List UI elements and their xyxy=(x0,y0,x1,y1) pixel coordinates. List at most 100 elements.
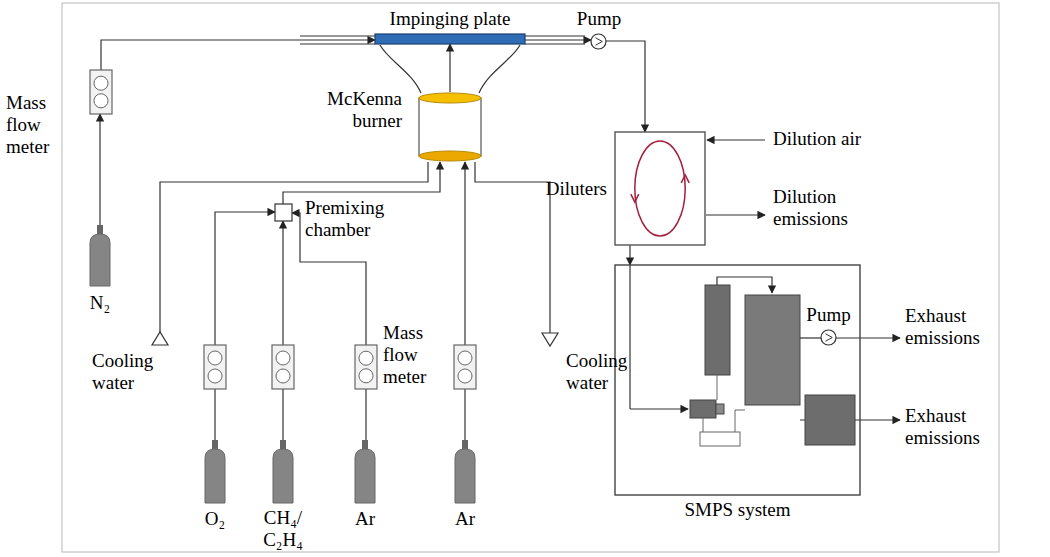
apparatus-stroke xyxy=(380,45,421,93)
smps-box-shape xyxy=(615,265,860,495)
apparatus-stroke xyxy=(800,337,821,338)
apparatus-stroke xyxy=(855,419,900,420)
apparatus-stroke xyxy=(717,277,772,293)
gas-line-connector xyxy=(525,39,591,40)
mass-flow-meter-shape xyxy=(355,345,377,389)
apparatus-stroke xyxy=(707,139,765,140)
node-label: Diluters xyxy=(533,178,607,200)
apparatus-stroke xyxy=(800,420,805,421)
free-label: Dilution emissions xyxy=(773,186,873,230)
apparatus-stroke xyxy=(458,351,472,365)
cooling-out-arrow xyxy=(542,333,558,346)
pump-symbol-shape xyxy=(821,330,836,345)
apparatus-stroke xyxy=(479,45,520,93)
outer-frame xyxy=(62,3,999,552)
free-label: Cooling water xyxy=(566,350,646,394)
apparatus-stroke xyxy=(475,162,550,333)
apparatus-stroke xyxy=(705,285,730,375)
node-label: Pump xyxy=(801,304,856,326)
gas-cylinder: Ar xyxy=(353,440,377,504)
node-label: Mass flow meter xyxy=(383,322,438,388)
apparatus-stroke xyxy=(630,408,688,409)
gas-line-connector xyxy=(101,40,375,70)
apparatus-stroke xyxy=(458,369,472,383)
node-label: Pump xyxy=(573,8,625,30)
free-label: Exhaust emissions xyxy=(905,405,1005,449)
dilution-arrow xyxy=(706,140,765,215)
gas-line-connector xyxy=(464,162,465,440)
cooling-in-arrow xyxy=(152,332,168,345)
mass-flow-meter: Mass flow meter xyxy=(90,70,112,114)
apparatus-stroke xyxy=(272,345,294,389)
node-label: Ar xyxy=(435,508,495,530)
impinging-plate-shape xyxy=(375,34,525,44)
apparatus-stroke xyxy=(204,345,226,389)
apparatus-stroke xyxy=(629,265,630,409)
node-label: Impinging plate xyxy=(330,8,570,30)
mckenna-burner: McKenna burner xyxy=(418,92,482,162)
gas-cylinder-shape xyxy=(203,440,227,504)
free-label: Exhaust emissions xyxy=(905,305,1005,349)
node-label: CH₄/ C₂H₄ xyxy=(253,507,313,551)
mass-flow-meter: Mass flow meter xyxy=(355,345,377,389)
mass-flow-meter-shape xyxy=(90,70,112,114)
gas-line-connector xyxy=(629,245,630,265)
gas-cylinder: O₂ xyxy=(203,440,227,504)
gas-line-connector xyxy=(99,114,100,225)
apparatus-stroke xyxy=(276,369,290,383)
smps-box: SMPS systemPump xyxy=(615,265,860,495)
pump-symbol: Pump xyxy=(591,34,606,49)
gas-cylinder: CH₄/ C₂H₄ xyxy=(271,440,295,504)
premix-chamber-shape xyxy=(275,204,292,221)
apparatus-stroke xyxy=(717,375,718,400)
cooling-water-line xyxy=(160,162,550,333)
gas-cylinder: Ar xyxy=(453,440,477,504)
node-label: Mass flow meter xyxy=(6,92,61,158)
apparatus-stroke xyxy=(525,35,585,36)
gas-line-connector xyxy=(215,212,275,440)
gas-line-connector xyxy=(606,41,645,132)
diluter-box: Diluters xyxy=(615,132,705,245)
premix-chamber: Premixing chamber xyxy=(275,204,292,221)
apparatus-stroke xyxy=(454,345,476,389)
node-label: Ar xyxy=(335,508,395,530)
apparatus-stroke xyxy=(700,432,740,446)
gas-cylinder-shape xyxy=(453,440,477,504)
apparatus-stroke xyxy=(300,43,375,44)
node-label: Premixing chamber xyxy=(305,197,405,241)
gas-cylinder-shape xyxy=(271,440,295,504)
apparatus-stroke xyxy=(276,351,290,365)
apparatus-stroke xyxy=(208,369,222,383)
gas-line-connector xyxy=(365,389,366,440)
impinging-plate: Impinging plate xyxy=(375,34,525,44)
pump-symbol-shape xyxy=(591,34,606,49)
node-label: O₂ xyxy=(185,508,245,530)
apparatus-stroke xyxy=(805,395,855,445)
diluter-box-shape xyxy=(615,132,705,245)
node-label: N₂ xyxy=(70,292,130,314)
mckenna-burner-shape xyxy=(418,92,482,162)
mass-flow-meter xyxy=(204,345,476,389)
gas-cylinder-shape xyxy=(88,225,112,287)
free-label: Dilution air xyxy=(773,128,913,150)
gas-cylinder: N₂ xyxy=(88,225,112,287)
apparatus-stroke xyxy=(300,35,375,36)
flame-flow-lines xyxy=(380,45,520,93)
pump-symbol: Pump xyxy=(821,330,836,345)
apparatus-stroke xyxy=(716,404,724,414)
apparatus-stroke xyxy=(706,214,765,215)
apparatus-stroke xyxy=(836,337,900,338)
apparatus-stroke xyxy=(690,400,716,418)
apparatus-stroke xyxy=(703,410,745,432)
gas-line-connector xyxy=(282,221,283,440)
gas-line-connector xyxy=(449,44,450,92)
node-label: McKenna burner xyxy=(290,88,402,132)
node-label: SMPS system xyxy=(615,499,860,521)
free-label: Cooling water xyxy=(92,350,172,394)
apparatus-stroke xyxy=(160,162,428,333)
gas-cylinder-shape xyxy=(353,440,377,504)
apparatus-stroke xyxy=(745,295,800,405)
